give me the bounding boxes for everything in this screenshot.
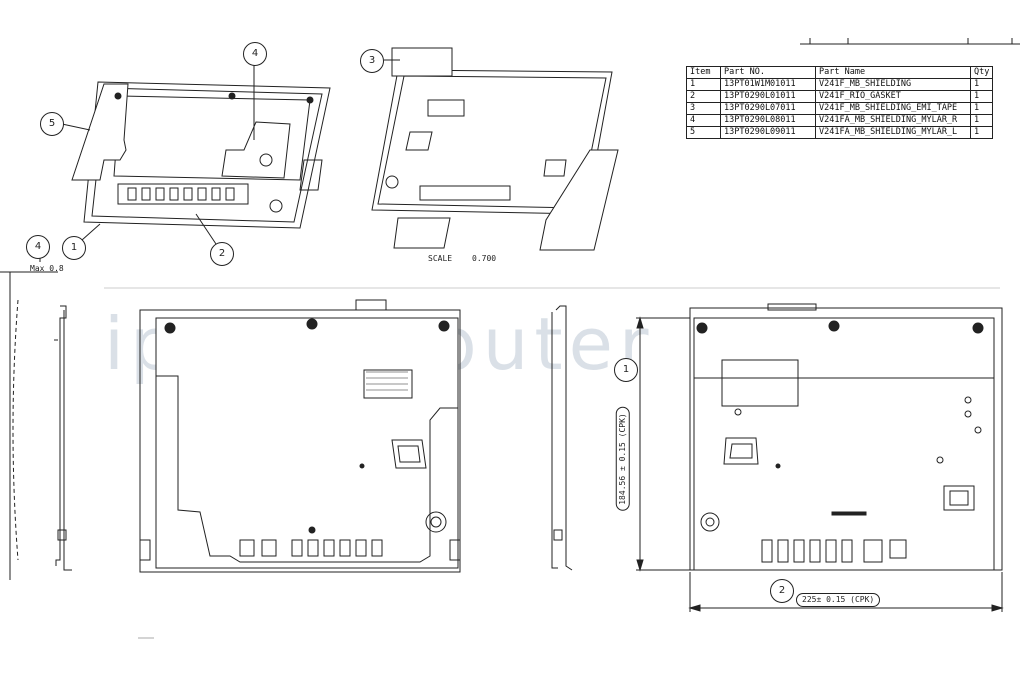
cell-qty: 1 <box>969 126 994 139</box>
rear-view <box>689 303 1003 571</box>
dimension-lines <box>636 316 1004 612</box>
height-dimension: 184.56 ± 0.15 (CPK) <box>615 407 630 511</box>
table-row: 2 13PT0290L01011 V241F_RIO_GASKET 1 <box>686 90 994 103</box>
front-view <box>139 299 461 573</box>
callout-5: 5 <box>40 112 64 136</box>
callout-2-right: 2 <box>770 579 794 603</box>
cell-item: 3 <box>686 102 721 115</box>
cell-part-name: V241F_MB_SHIELDING <box>815 78 971 91</box>
cell-part-no: 13PT0290L08011 <box>720 114 816 127</box>
scale-label: SCALE <box>428 254 453 263</box>
cell-qty: 1 <box>969 114 994 127</box>
width-dimension: 225± 0.15 (CPK) <box>796 593 881 607</box>
cell-part-no: 13PT0290L07011 <box>720 102 816 115</box>
parts-table: Item Part NO. Part Name Qty 1 13PT01W1M0… <box>686 66 994 139</box>
callout-4-left: 4 <box>26 235 50 259</box>
callout-2-iso: 2 <box>210 242 234 266</box>
header-part-name: Part Name <box>815 66 971 79</box>
cell-part-no: 13PT0290L09011 <box>720 126 816 139</box>
header-item: Item <box>686 66 721 79</box>
max-thickness-label: Max 0.8 <box>30 264 64 273</box>
cell-part-no: 13PT0290L01011 <box>720 90 816 103</box>
header-qty: Qty <box>969 66 994 79</box>
scale-value: 0.700 <box>472 254 497 263</box>
cell-item: 1 <box>686 78 721 91</box>
cell-item: 2 <box>686 90 721 103</box>
iso-view-front <box>71 81 331 229</box>
table-row: 4 13PT0290L08011 V241FA_MB_SHIELDING_MYL… <box>686 114 994 127</box>
side-view-left <box>0 271 72 580</box>
callout-3: 3 <box>360 49 384 73</box>
cell-part-name: V241FA_MB_SHIELDING_MYLAR_L <box>815 126 971 139</box>
cell-part-name: V241F_RIO_GASKET <box>815 90 971 103</box>
callout-4-top: 4 <box>243 42 267 66</box>
cell-qty: 1 <box>969 90 994 103</box>
cell-part-no: 13PT01W1M01011 <box>720 78 816 91</box>
cell-item: 5 <box>686 126 721 139</box>
cell-item: 4 <box>686 114 721 127</box>
cell-part-name: V241FA_MB_SHIELDING_MYLAR_R <box>815 114 971 127</box>
table-row: 5 13PT0290L09011 V241FA_MB_SHIELDING_MYL… <box>686 126 994 139</box>
cell-qty: 1 <box>969 78 994 91</box>
callout-1-right: 1 <box>614 358 638 382</box>
table-row: 1 13PT01W1M01011 V241F_MB_SHIELDING 1 <box>686 78 994 91</box>
iso-view-rear <box>371 47 619 251</box>
cell-part-name: V241F_MB_SHIELDING_EMI_TAPE <box>815 102 971 115</box>
side-view-right <box>551 305 573 571</box>
parts-table-header: Item Part NO. Part Name Qty <box>686 66 994 79</box>
header-part-no: Part NO. <box>720 66 816 79</box>
table-row: 3 13PT0290L07011 V241F_MB_SHIELDING_EMI_… <box>686 102 994 115</box>
cell-qty: 1 <box>969 102 994 115</box>
callout-1-iso: 1 <box>62 236 86 260</box>
